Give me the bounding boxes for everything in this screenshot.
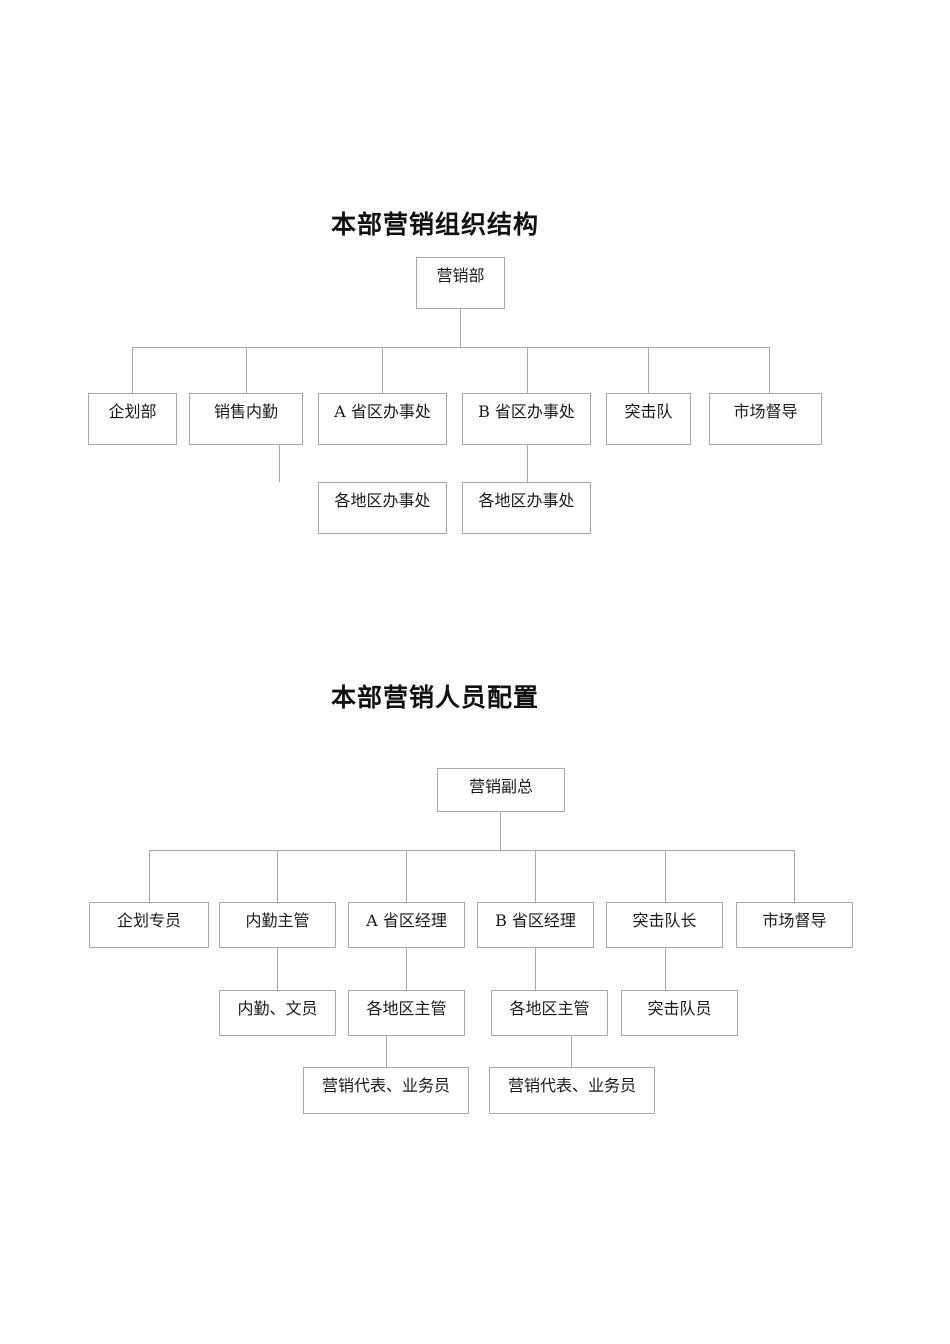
staff-node-market-supervisor[interactable]: 市场督导 [736,902,853,948]
staff-connector-rep-b [571,1036,572,1067]
org-connector-drop-4 [527,347,528,393]
org-connector-drop-1 [132,347,133,393]
staff-node-province-b-manager[interactable]: B 省区经理 [477,902,594,948]
staff-node-planning-specialist[interactable]: 企划专员 [89,902,209,948]
staff-node-support-clerk[interactable]: 内勤、文员 [219,990,336,1036]
staff-connector-drop-6 [794,850,795,902]
staff-connector-drop-4 [535,850,536,902]
org-connector-root-stem [460,309,461,347]
org-node-sales-support[interactable]: 销售内勤 [189,393,303,445]
org-node-regional-office-b[interactable]: 各地区办事处 [462,482,591,534]
staff-node-support-supervisor[interactable]: 内勤主管 [219,902,336,948]
org-connector-sales-support-stub [279,445,280,482]
staff-node-regional-supervisor-a[interactable]: 各地区主管 [348,990,465,1036]
org-node-province-a-office[interactable]: A 省区办事处 [318,393,447,445]
staff-node-marketing-rep-b[interactable]: 营销代表、业务员 [489,1067,655,1114]
org-chart-title: 本部营销组织结构 [331,210,540,239]
staff-node-strike-team-member[interactable]: 突击队员 [621,990,738,1036]
org-node-market-supervisor[interactable]: 市场督导 [709,393,822,445]
org-connector-bus [132,347,769,348]
staff-connector-rep-a [386,1036,387,1067]
staff-connector-drop-3 [406,850,407,902]
org-connector-drop-6 [769,347,770,393]
org-node-planning-dept[interactable]: 企划部 [88,393,177,445]
staff-node-province-a-manager[interactable]: A 省区经理 [348,902,465,948]
org-connector-drop-3 [382,347,383,393]
staff-node-regional-supervisor-b[interactable]: 各地区主管 [491,990,608,1036]
staff-connector-bus [149,850,794,851]
staff-connector-strike-team-child [665,948,666,990]
staff-connector-root-stem [500,812,501,850]
org-connector-drop-2 [246,347,247,393]
org-node-root[interactable]: 营销部 [416,257,505,309]
org-node-regional-office-a[interactable]: 各地区办事处 [318,482,447,534]
org-chart: 营销部 企划部 销售内勤 A 省区办事处 B 省区办事处 突击队 市场督导 各地… [0,250,950,550]
staff-connector-drop-2 [277,850,278,902]
staff-connector-drop-1 [149,850,150,902]
org-connector-province-b-child [527,445,528,482]
staff-chart-title: 本部营销人员配置 [331,683,540,712]
staff-node-strike-team-leader[interactable]: 突击队长 [606,902,723,948]
org-connector-drop-5 [648,347,649,393]
staff-chart: 营销副总 企划专员 内勤主管 A 省区经理 B 省区经理 突击队长 市场督导 内… [0,760,950,1125]
staff-connector-support-child [277,948,278,990]
staff-connector-drop-5 [665,850,666,902]
staff-node-root[interactable]: 营销副总 [437,768,565,812]
org-node-province-b-office[interactable]: B 省区办事处 [462,393,591,445]
staff-connector-province-a-child [406,948,407,990]
org-node-strike-team[interactable]: 突击队 [606,393,691,445]
staff-connector-province-b-child [535,948,536,990]
staff-node-marketing-rep-a[interactable]: 营销代表、业务员 [303,1067,469,1114]
